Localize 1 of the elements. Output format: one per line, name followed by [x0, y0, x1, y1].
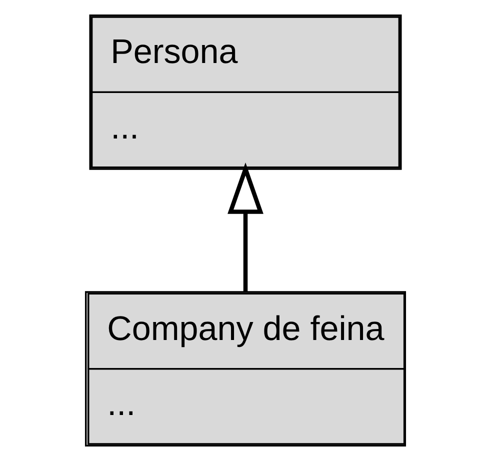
arrow: [228, 162, 264, 292]
